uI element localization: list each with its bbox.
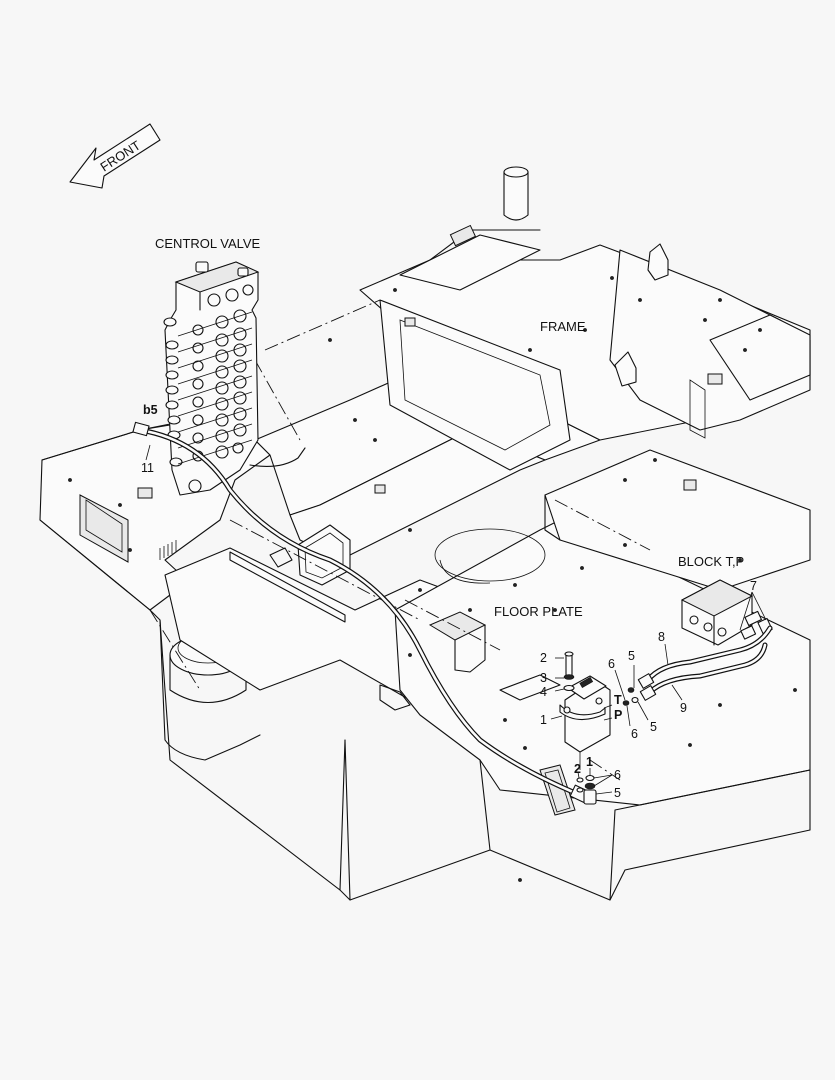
callout-1-bottom: 1 <box>586 755 593 769</box>
callout-6-c: 6 <box>614 768 621 782</box>
callout-9: 9 <box>680 701 687 715</box>
hose-11 <box>132 421 591 804</box>
callout-5-b: 5 <box>650 720 657 734</box>
callout-b5: b5 <box>143 403 158 417</box>
block-tp-assembly <box>622 579 773 706</box>
central-valve-label: CENTROL VALVE <box>155 236 261 251</box>
callout-1-left: 1 <box>540 713 547 727</box>
frame-label: FRAME <box>540 319 586 334</box>
callout-t-port: T <box>614 693 622 707</box>
frame-body <box>39 166 811 901</box>
control-valve-assembly <box>163 261 306 496</box>
callout-5-a: 5 <box>628 649 635 663</box>
callout-4: 4 <box>540 685 547 699</box>
callout-6-a: 6 <box>608 657 615 671</box>
callout-7: 7 <box>750 579 757 593</box>
leader-lines <box>145 444 767 795</box>
callout-5-c: 5 <box>614 786 621 800</box>
callout-p-port: P <box>614 708 622 722</box>
block-tp-label: BLOCK T,P <box>678 554 744 569</box>
callout-3: 3 <box>540 671 547 685</box>
callout-8: 8 <box>658 630 665 644</box>
pilot-valve <box>559 651 611 805</box>
callout-2-top: 2 <box>540 651 547 665</box>
callout-2-bottom: 2 <box>574 762 581 776</box>
front-arrow: FRONT <box>69 123 161 189</box>
callout-6-b: 6 <box>631 727 638 741</box>
callout-11: 11 <box>141 461 154 475</box>
floor-plate-label: FLOOR PLATE <box>494 604 583 619</box>
